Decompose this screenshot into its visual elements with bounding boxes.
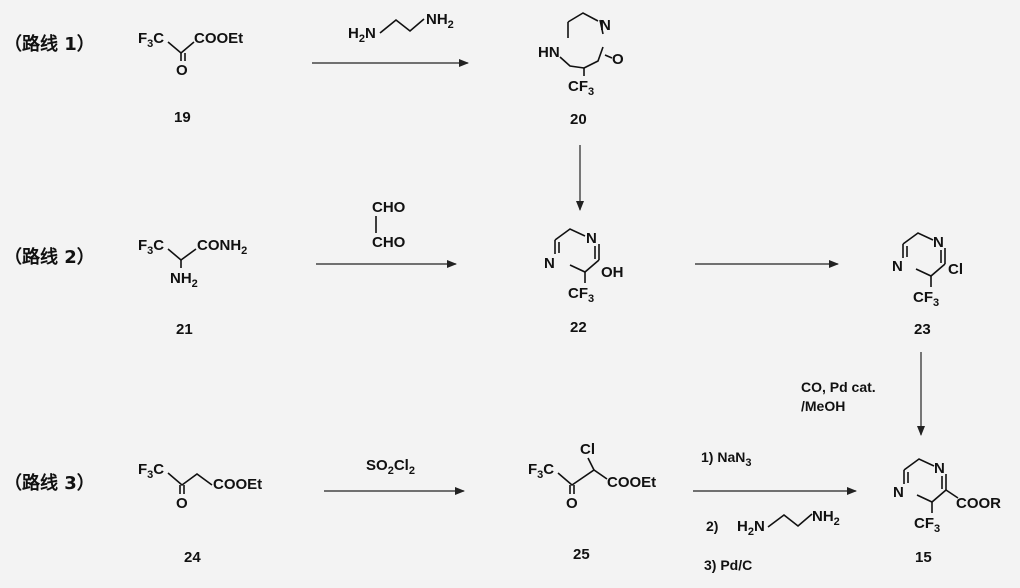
compound-number-23: 23 xyxy=(914,321,931,338)
condition-meoh: /MeOH xyxy=(801,398,845,414)
svg-text:Cl: Cl xyxy=(948,261,963,278)
reagent-ethylenediamine-1: H2N NH2 xyxy=(348,11,454,45)
svg-text:N: N xyxy=(934,460,945,477)
route-1-label: （路线 1） xyxy=(4,33,95,55)
route-2-label: （路线 2） xyxy=(4,246,95,268)
compound-25: Cl F3C O COOEt 25 xyxy=(528,441,656,563)
svg-text:F3C: F3C xyxy=(528,461,554,481)
svg-text:COOEt: COOEt xyxy=(607,474,656,491)
compound-number-22: 22 xyxy=(570,319,587,336)
compound-number-19: 19 xyxy=(174,109,191,126)
svg-text:O: O xyxy=(176,495,188,512)
svg-text:CONH2: CONH2 xyxy=(197,237,247,257)
condition-step-2: 2) xyxy=(706,518,718,534)
svg-text:NH2: NH2 xyxy=(426,11,454,31)
compound-number-24: 24 xyxy=(184,549,201,566)
svg-text:F3C: F3C xyxy=(138,237,164,257)
svg-text:N: N xyxy=(933,234,944,251)
svg-text:N: N xyxy=(892,258,903,275)
svg-text:N: N xyxy=(544,255,555,272)
svg-text:N: N xyxy=(586,230,597,247)
svg-text:CF3: CF3 xyxy=(914,515,940,535)
svg-text:NH2: NH2 xyxy=(812,508,840,528)
svg-text:Cl: Cl xyxy=(580,441,595,458)
svg-text:O: O xyxy=(566,495,578,512)
compound-22: N N OH CF3 22 xyxy=(544,228,624,336)
compound-21: F3C CONH2 NH2 21 xyxy=(138,237,247,338)
svg-text:F3C: F3C xyxy=(138,461,164,481)
svg-text:H2N: H2N xyxy=(348,25,376,45)
condition-co-pd: CO, Pd cat. xyxy=(801,379,876,395)
compound-24: F3C O COOEt 24 xyxy=(138,461,262,566)
condition-pd-c: 3) Pd/C xyxy=(704,557,752,573)
compound-23: N N Cl CF3 23 xyxy=(892,232,963,338)
svg-text:CF3: CF3 xyxy=(568,78,594,98)
svg-text:CHO: CHO xyxy=(372,199,406,216)
o-label: O xyxy=(176,62,188,79)
svg-text:CHO: CHO xyxy=(372,234,406,251)
reagent-glyoxal: CHO CHO xyxy=(372,199,406,251)
compound-number-15: 15 xyxy=(915,549,932,566)
compound-19: F3C COOEt O 19 xyxy=(138,30,243,126)
svg-text:OH: OH xyxy=(601,264,624,281)
reagent-so2cl2: SO2Cl2 xyxy=(366,457,415,477)
compound-number-21: 21 xyxy=(176,321,193,338)
svg-text:H2N: H2N xyxy=(737,518,765,538)
compound-number-25: 25 xyxy=(573,546,590,563)
svg-text:CF3: CF3 xyxy=(568,285,594,305)
svg-text:COOEt: COOEt xyxy=(213,476,262,493)
cooet-label: COOEt xyxy=(194,30,243,47)
svg-text:CF3: CF3 xyxy=(913,289,939,309)
compound-15: N N COOR CF3 15 xyxy=(893,458,1001,566)
svg-text:NH2: NH2 xyxy=(170,270,198,290)
condition-nan3: 1) NaN3 xyxy=(701,449,751,469)
compound-20: N HN O CF3 20 xyxy=(538,12,624,128)
reagent-ethylenediamine-2: H2N NH2 xyxy=(737,508,840,538)
compound-number-20: 20 xyxy=(570,111,587,128)
f3c-label: F3C xyxy=(138,30,164,50)
svg-text:O: O xyxy=(612,51,624,68)
svg-text:COOR: COOR xyxy=(956,495,1001,512)
svg-text:N: N xyxy=(600,17,611,34)
route-3-label: （路线 3） xyxy=(4,472,95,494)
svg-text:N: N xyxy=(893,484,904,501)
svg-text:HN: HN xyxy=(538,44,560,61)
